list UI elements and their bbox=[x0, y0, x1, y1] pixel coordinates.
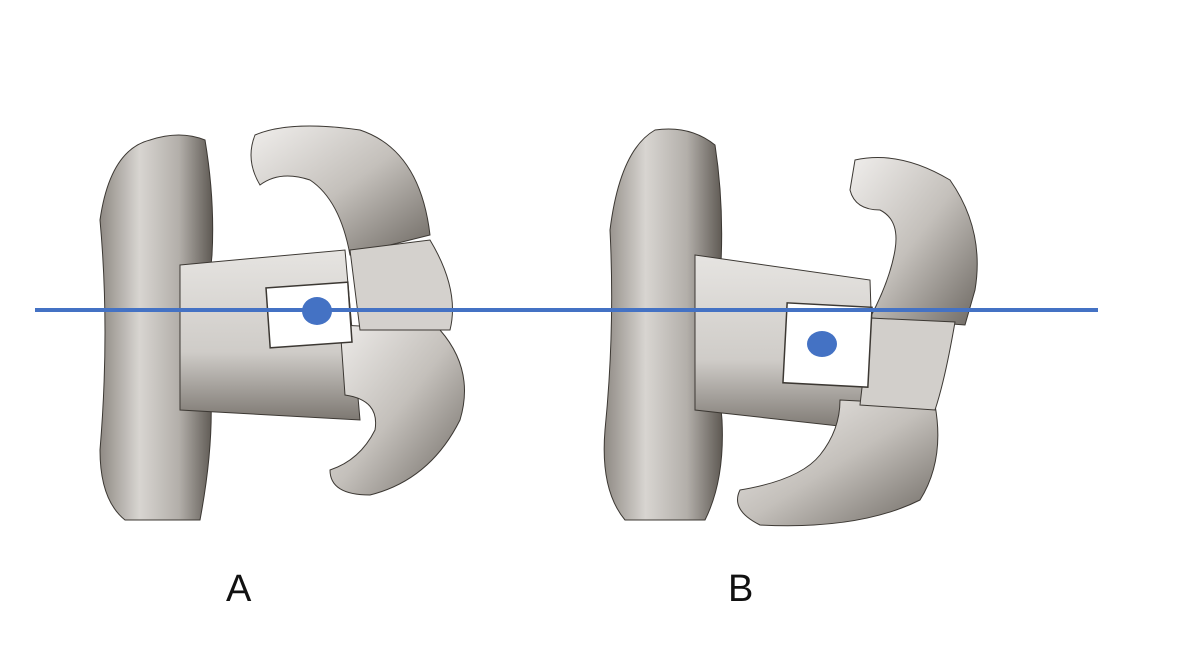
center-dot-a bbox=[302, 297, 332, 325]
upper-tie-wing bbox=[250, 125, 431, 256]
base-plate bbox=[603, 128, 723, 521]
bracket-a bbox=[99, 125, 465, 521]
label-b: B bbox=[728, 568, 754, 610]
label-a: A bbox=[226, 568, 252, 610]
lower-tie-wing bbox=[329, 324, 465, 496]
base-plate bbox=[99, 134, 214, 521]
vertical-slot-post bbox=[349, 239, 453, 331]
center-dot-b bbox=[807, 331, 837, 357]
lower-tie-wing bbox=[737, 399, 939, 527]
vertical-slot-post bbox=[859, 317, 956, 411]
bracket-b bbox=[603, 128, 978, 527]
